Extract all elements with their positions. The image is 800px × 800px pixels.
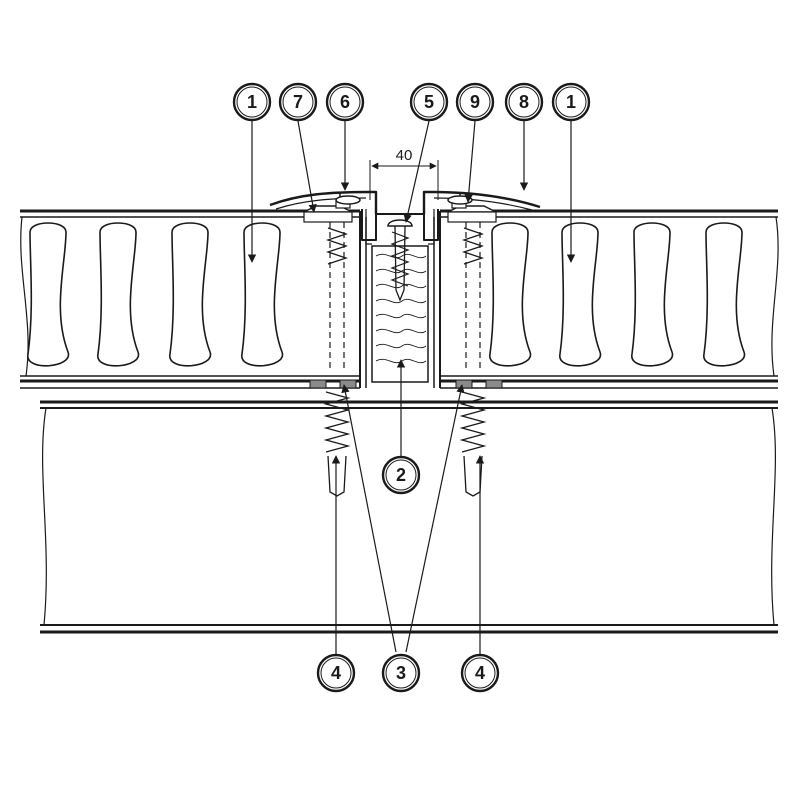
strip-fibre-line [375,313,427,319]
callout-label: 5 [424,92,434,112]
insulation-lamella [97,222,140,367]
strip-fibre-line [375,268,427,274]
dimension-label: 40 [396,147,413,164]
left-sandwich-panel [20,209,367,389]
strip-fibre-line [375,283,427,289]
joint-insulation-strip [371,245,429,383]
strip-fibre-line [375,253,427,259]
callout-c3: 3 [381,653,421,693]
callout-circle [381,653,421,693]
callout-c1b: 1 [551,82,591,122]
center-screw [387,219,413,302]
callout-label: 4 [331,663,341,683]
callout-circle [278,82,318,122]
callout-label: 2 [396,465,406,485]
callout-label: 9 [470,92,480,112]
callout-circle [381,455,421,495]
callout-inner-ring [385,459,417,491]
callout-inner-ring [508,86,540,118]
strip-fibre-line [375,328,427,334]
callout-c6: 6 [325,82,365,122]
insulation-core [27,222,746,367]
callout-inner-ring [555,86,587,118]
callout-label: 4 [475,663,485,683]
callout-inner-ring [282,86,314,118]
left-panel-screw [303,192,361,497]
callout-label: 1 [247,92,257,112]
callout-label: 1 [566,92,576,112]
callout-c9: 9 [455,82,495,122]
strip-fibre-line [375,343,427,349]
right-sandwich-panel [433,209,779,389]
support-beam [40,400,778,634]
callout-label: 8 [519,92,529,112]
callout-inner-ring [329,86,361,118]
insulation-lamella [703,222,746,367]
callout-c5: 5 [409,82,449,122]
callout-label: 6 [340,92,350,112]
callout-c2: 2 [381,455,421,495]
callout-circle [460,653,500,693]
callout-inner-ring [385,657,417,689]
callout-label: 3 [396,663,406,683]
callout-circle [455,82,495,122]
callout-inner-ring [320,657,352,689]
insulation-lamella [489,222,532,367]
callout-bubbles: 1 7 6 5 9 8 1 2 4 3 4 [232,82,591,693]
callout-c4b: 4 [460,653,500,693]
callout-circle [232,82,272,122]
callout-circle [409,82,449,122]
callout-inner-ring [459,86,491,118]
callout-c4a: 4 [316,653,356,693]
callout-circle [551,82,591,122]
insulation-lamella [631,222,674,367]
callout-circle [504,82,544,122]
insulation-lamella [27,222,70,367]
callout-inner-ring [236,86,268,118]
callout-label: 7 [293,92,303,112]
callout-circle [316,653,356,693]
insulation-lamella [169,222,212,367]
callout-c8: 8 [504,82,544,122]
callout-inner-ring [413,86,445,118]
leader-lines [247,120,576,654]
callout-c7: 7 [278,82,318,122]
dimension-40 [369,160,439,200]
strip-fibre-line [375,298,427,304]
callout-circle [325,82,365,122]
insulation-lamella [241,222,284,367]
insulation-lamella [559,222,602,367]
callout-inner-ring [464,657,496,689]
callout-c1a: 1 [232,82,272,122]
right-panel-screw [447,192,497,497]
